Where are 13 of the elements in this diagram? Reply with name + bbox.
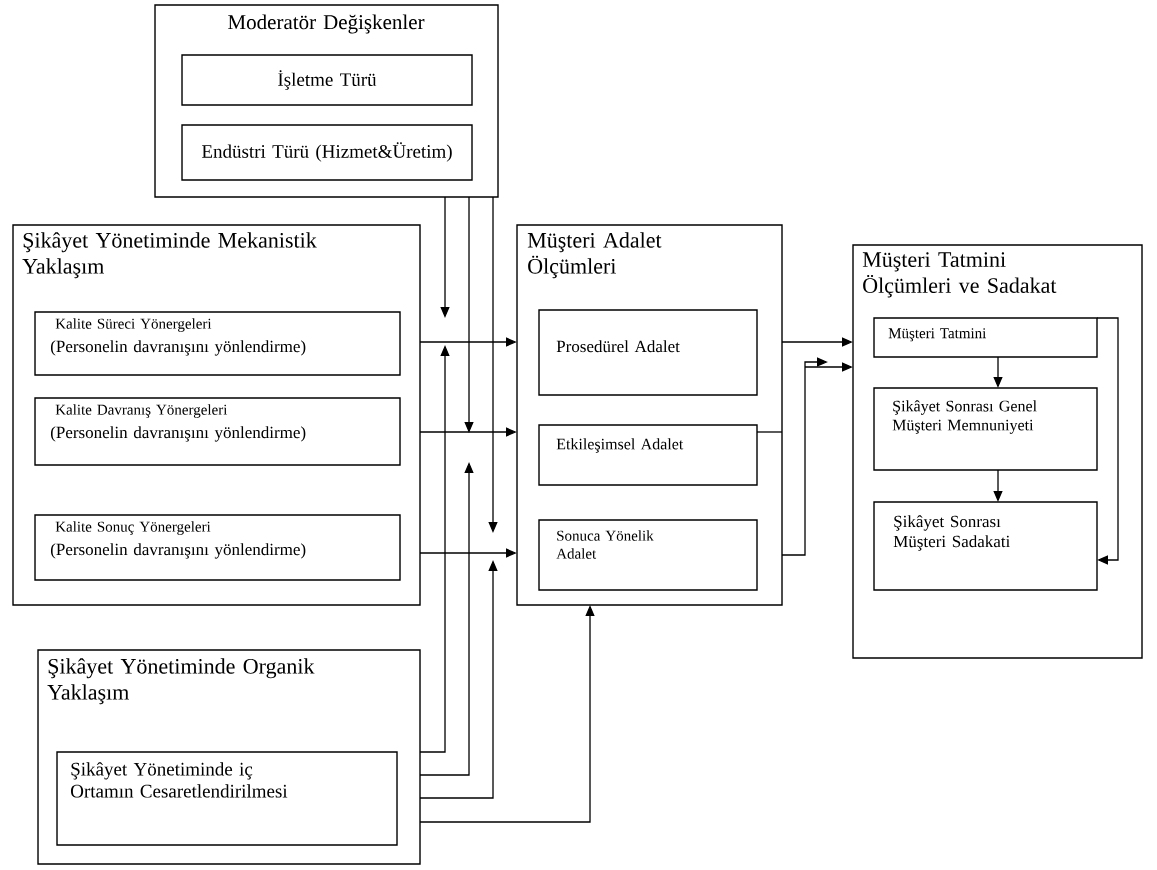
factor-box: Kalite Davranış Yönergeleri (Personelin davranışını yönlendirme) (34, 397, 401, 466)
factor-box: Şikâyet Sonrası Genel Müşteri Memnuniyeti (873, 387, 1098, 471)
factor-box: Prosedürel Adalet (538, 309, 758, 396)
factor-box: Müşteri Tatmini (873, 317, 1098, 358)
factor-box: Şikâyet Sonrası Müşteri Sadakati (873, 501, 1098, 591)
arrow (1096, 317, 1119, 565)
factor-box: Sonuca Yönelik Adalet (538, 519, 758, 591)
factor-box: İşletme Türü (181, 54, 473, 106)
factor-box: Kalite Süreci Yönergeleri (Personelin davranışını yönlendirme) (34, 311, 401, 376)
factor-box: Etkileşimsel Adalet (538, 424, 758, 486)
factor-box: Kalite Sonuç Yönergeleri (Personelin davranışını yönlendirme) (34, 514, 401, 581)
factor-box: Endüstri Türü (Hizmet&Üretim) (181, 124, 473, 181)
factor-box: Şikâyet Yönetiminde iç Ortamın Cesaretlendirilmesi (56, 751, 398, 846)
